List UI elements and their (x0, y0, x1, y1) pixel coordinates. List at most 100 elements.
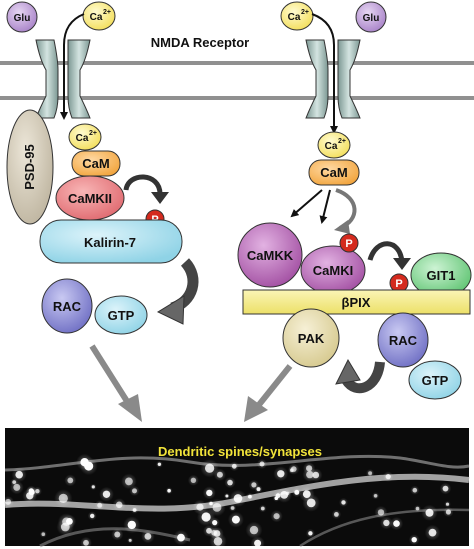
dendrite-branch (39, 527, 191, 548)
dendritic-spine (83, 539, 89, 546)
dendritic-spine (412, 487, 418, 493)
nmda-channel-left (35, 39, 91, 119)
dendritic-spine (177, 533, 185, 542)
dendritic-spine (205, 463, 215, 473)
camki-phosphorylates-bpix-arrow (367, 241, 405, 263)
dendritic-spine (28, 488, 34, 494)
svg-text:RAC: RAC (53, 299, 82, 314)
dendritic-spine (124, 477, 133, 486)
svg-text:P: P (345, 238, 352, 250)
dendritic-spine (90, 513, 95, 519)
gtp-right: GTP (408, 360, 462, 400)
psd95-protein: PSD-95 (6, 109, 54, 225)
dendritic-spine (248, 494, 252, 499)
dendritic-spine (67, 477, 74, 484)
dendritic-spine (274, 496, 279, 501)
dendritic-spine (377, 509, 385, 516)
svg-text:2+: 2+ (103, 9, 111, 16)
svg-text:PSD-95: PSD-95 (22, 144, 37, 190)
dendritic-spine (157, 462, 162, 466)
calcium-influx-arrow-right (311, 13, 338, 134)
svg-text:Ca: Ca (76, 133, 89, 144)
dendritic-spine (102, 490, 111, 498)
dendritic-spine (285, 491, 290, 496)
svg-text:βPIX: βPIX (342, 295, 371, 310)
micrograph-caption: Dendritic spines/synapses (158, 444, 322, 459)
arrowhead (156, 295, 185, 325)
dendritic-spine (132, 508, 137, 512)
cam-left: CaM (71, 150, 121, 177)
phospho-marker-camki: P (339, 233, 359, 253)
dendritic-spine (41, 532, 46, 536)
dendrite-micrograph: Dendritic spines/synapses (2, 428, 470, 549)
svg-text:GTP: GTP (422, 373, 449, 388)
dendritic-spine (114, 531, 121, 538)
dendritic-spine (231, 515, 240, 524)
dendritic-spine (277, 470, 285, 478)
svg-text:2+: 2+ (301, 9, 309, 16)
arrowhead (335, 358, 361, 385)
dendritic-spine (12, 480, 17, 484)
svg-text:2+: 2+ (89, 130, 97, 137)
dendritic-spine (254, 539, 262, 547)
kalirin-7-protein: Kalirin-7 (39, 219, 183, 264)
dendritic-spine (385, 474, 391, 480)
dendritic-spine (290, 468, 294, 473)
dendritic-spine (58, 493, 68, 503)
svg-text:PAK: PAK (298, 331, 325, 346)
svg-text:Ca: Ca (325, 141, 338, 152)
svg-text:CaMKII: CaMKII (68, 191, 112, 206)
dendritic-spine (260, 506, 265, 511)
dendritic-spine (306, 470, 314, 479)
dendritic-spine (383, 519, 390, 527)
dendritic-spine (212, 503, 222, 512)
dendritic-spine (15, 470, 23, 479)
output-arrow-left (89, 344, 142, 422)
dendritic-spine (97, 502, 103, 508)
svg-text:RAC: RAC (389, 333, 418, 348)
calcium-ion-top-left: Ca 2+ (82, 1, 116, 31)
dendritic-spine (80, 458, 89, 467)
dendritic-spine (249, 525, 259, 535)
gtp-left: GTP (94, 295, 148, 335)
receptor-title: NMDA Receptor (151, 35, 249, 50)
dendritic-spine (227, 479, 233, 486)
svg-text:GTP: GTP (108, 308, 135, 323)
dendritic-spine (373, 494, 378, 498)
autophosphorylation-arrow-left (123, 174, 163, 195)
dendritic-spine (445, 509, 451, 515)
svg-text:Glu: Glu (14, 13, 31, 24)
nmda-channel-right (305, 39, 361, 119)
dendritic-spine (66, 518, 73, 525)
dendritic-spine (393, 520, 400, 527)
phospho-marker-bpix: P (389, 273, 409, 293)
calcium-ion-right: Ca 2+ (317, 131, 351, 159)
dendritic-spine (231, 463, 237, 469)
dendritic-spine (128, 538, 132, 542)
glu-ligand-right: Glu (355, 1, 387, 33)
svg-text:CaMKK: CaMKK (247, 248, 294, 263)
rac-right: RAC (377, 312, 429, 368)
svg-text:GIT1: GIT1 (427, 268, 456, 283)
output-arrow-right (244, 364, 293, 422)
dendritic-spine (167, 488, 171, 493)
rac-activates-pak-arrow (341, 361, 385, 394)
dendritic-spine (115, 501, 123, 509)
svg-text:Kalirin-7: Kalirin-7 (84, 235, 136, 250)
dendrite-branch (299, 508, 470, 548)
dendritic-spine (127, 520, 136, 530)
cam-activation-arrows (290, 188, 357, 234)
svg-text:CaM: CaM (82, 156, 109, 171)
dendritic-spine (368, 471, 373, 476)
dendritic-spine (225, 494, 229, 498)
svg-text:CaMKI: CaMKI (313, 263, 353, 278)
dendritic-spine (308, 531, 313, 536)
bpix-protein: βPIX (242, 289, 471, 315)
dendritic-spine (211, 529, 218, 536)
dendritic-spine (442, 485, 449, 492)
dendritic-spine (196, 503, 204, 511)
camki-protein: CaMKI (300, 245, 366, 295)
svg-text:P: P (395, 278, 402, 290)
